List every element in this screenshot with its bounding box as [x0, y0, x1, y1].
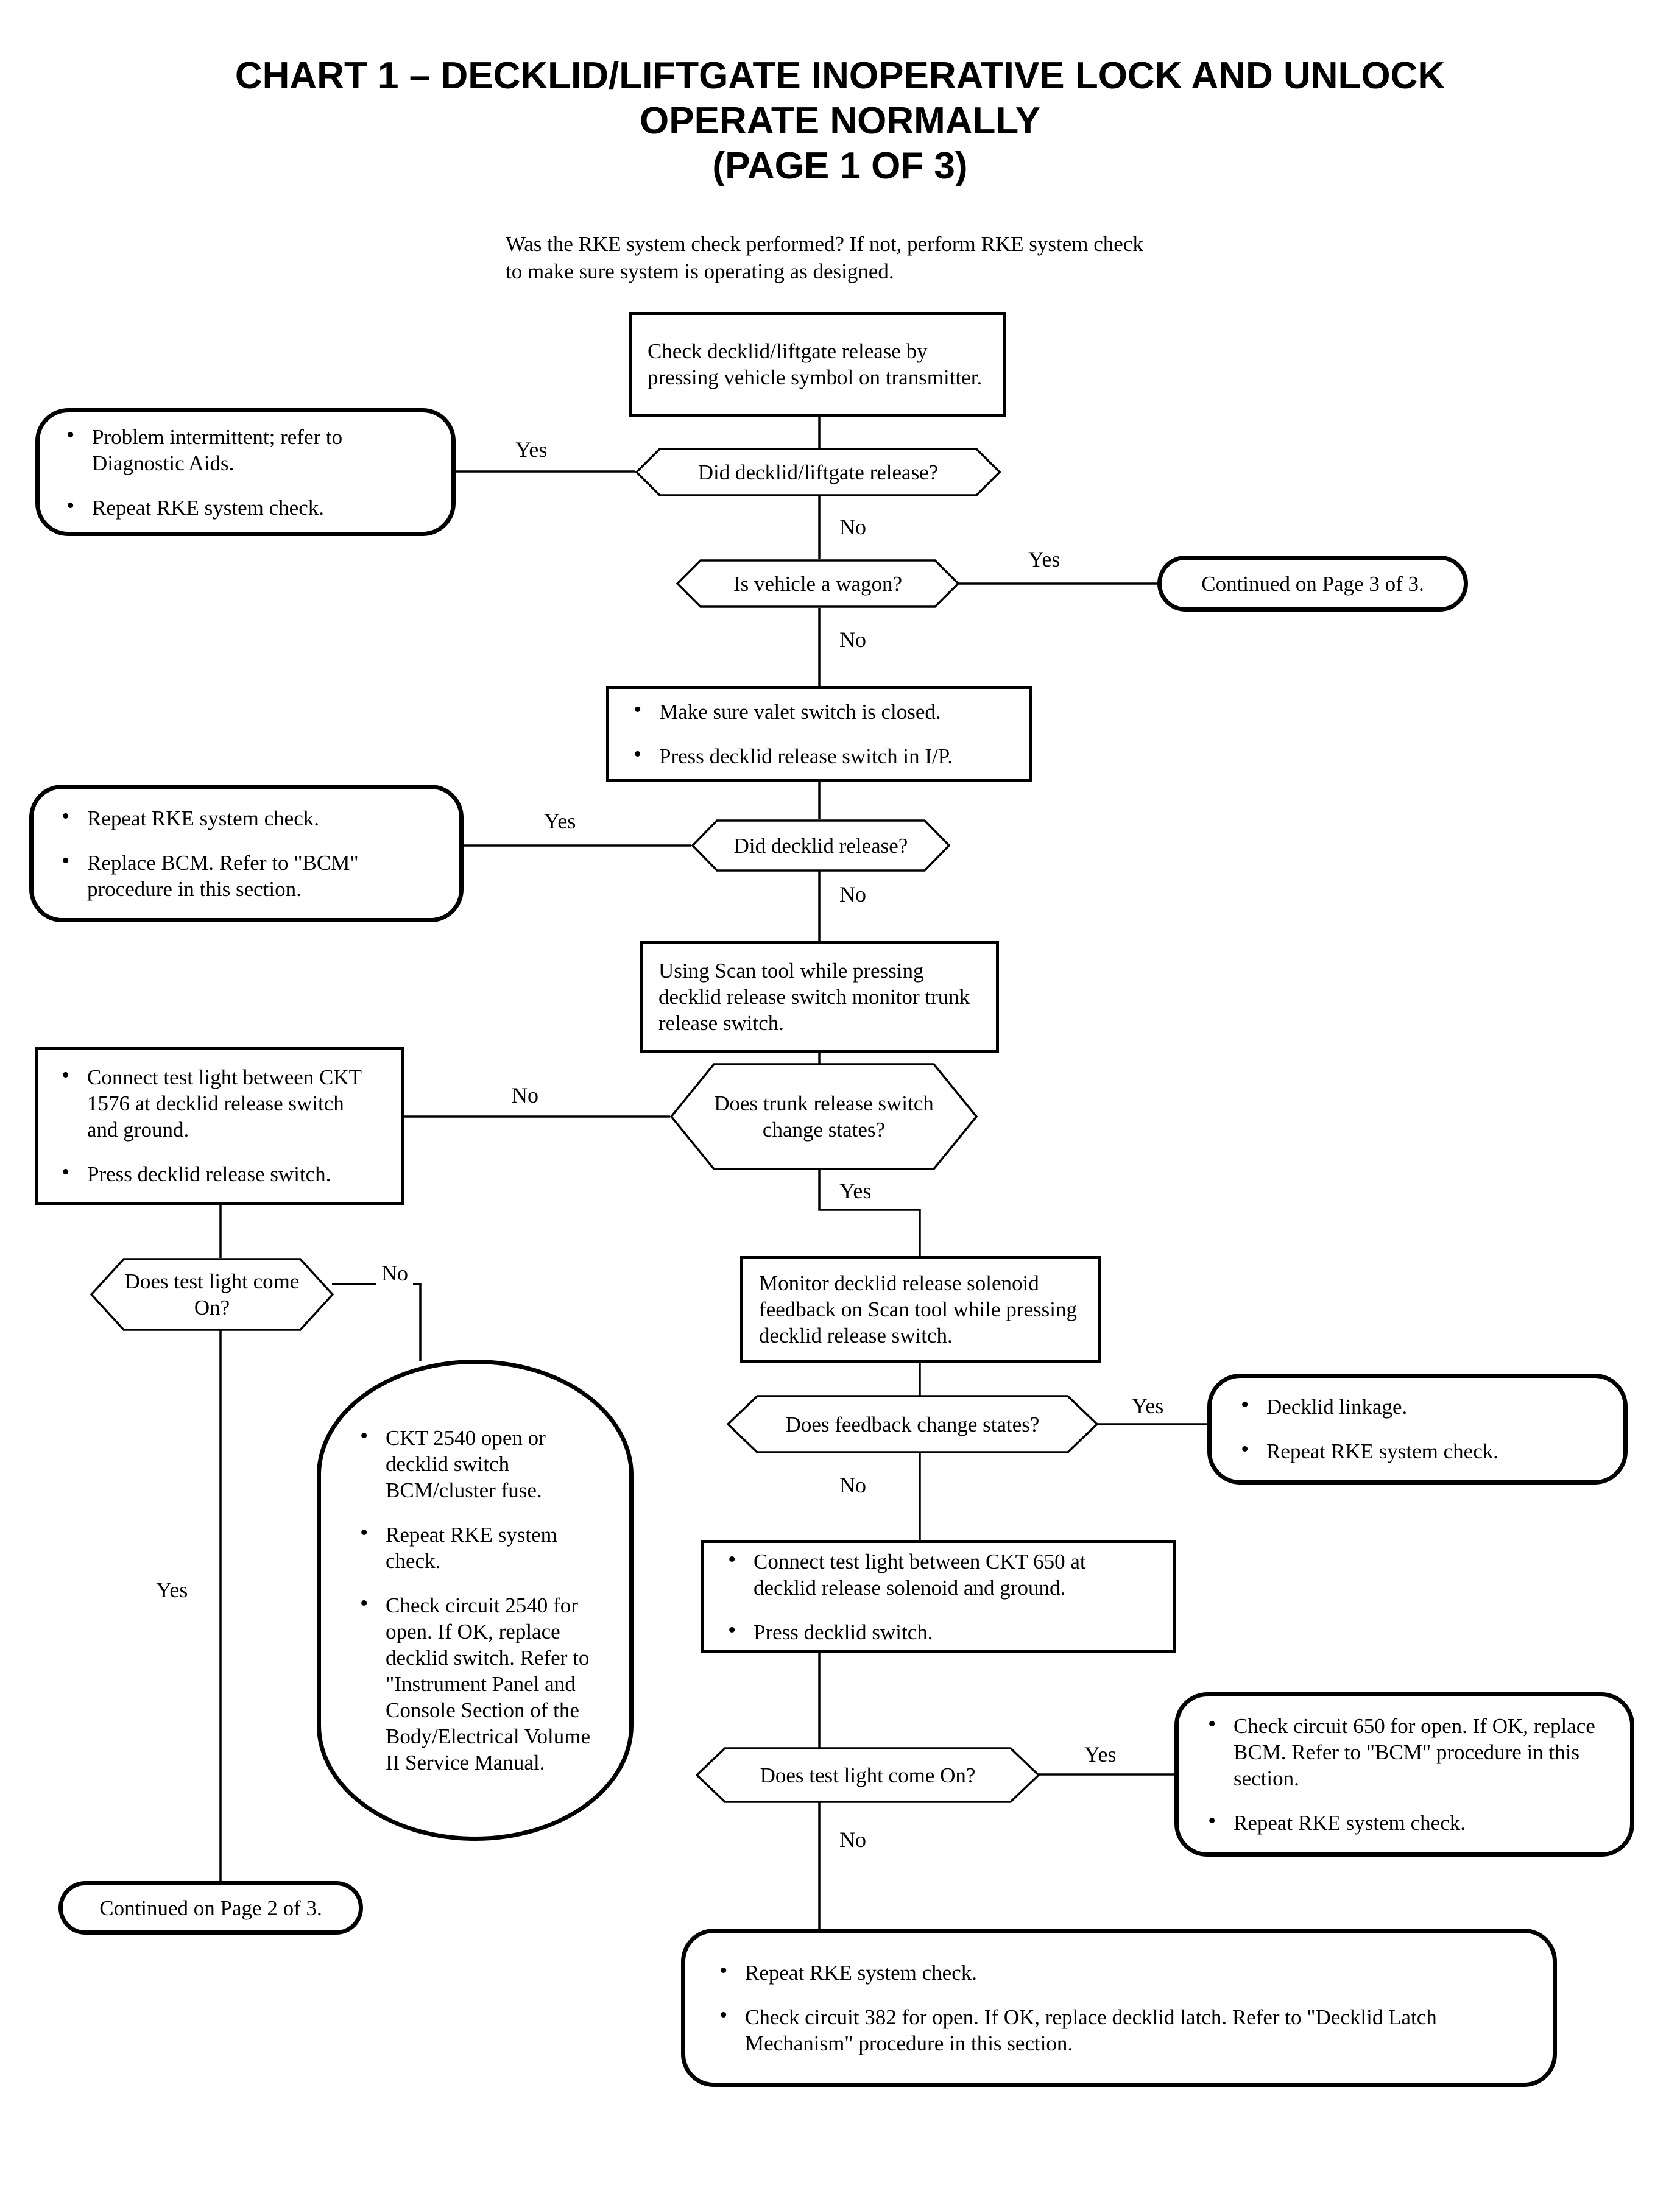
list-item: Make sure valet switch is closed. [631, 697, 1008, 725]
edge-label-no-6: No [835, 1473, 871, 1497]
node-problem-intermittent: Problem intermittent; refer to Diagnosti… [35, 408, 456, 536]
title-line-2: OPERATE NORMALLY [640, 100, 1040, 142]
decision-trunk-change-states: Does trunk release switch change states? [670, 1063, 978, 1170]
valet-switch-list: Make sure valet switch is closed. Press … [631, 697, 1008, 769]
edge-label-no-7: No [835, 1827, 871, 1852]
node-repeat-replace-bcm: Repeat RKE system check. Replace BCM. Re… [29, 785, 464, 922]
node-decklid-linkage: Decklid linkage. Repeat RKE system check… [1207, 1374, 1628, 1485]
edge-label-yes-6: Yes [1127, 1394, 1169, 1418]
list-item: Repeat RKE system check. [717, 1958, 1521, 1986]
intro-note: Was the RKE system check performed? If n… [506, 232, 1143, 283]
edge-label-yes-5: Yes [151, 1578, 193, 1602]
node-test-light-650: Connect test light between CKT 650 at de… [701, 1540, 1176, 1653]
list-item: Repeat RKE system check. [64, 493, 427, 521]
node-ckt-650: Check circuit 650 for open. If OK, repla… [1174, 1692, 1634, 1857]
node-continued-page3-text: Continued on Page 3 of 3. [1201, 571, 1424, 596]
node-scan-tool-text: Using Scan tool while pressing decklid r… [658, 959, 970, 1035]
list-item: Problem intermittent; refer to Diagnosti… [64, 422, 427, 476]
edge-label-no-1: No [835, 515, 871, 539]
node-scan-tool: Using Scan tool while pressing decklid r… [640, 941, 999, 1053]
node-continued-page2-text: Continued on Page 2 of 3. [99, 1896, 322, 1920]
edge-label-no-4: No [507, 1083, 543, 1107]
edge-label-yes-2: Yes [1023, 547, 1065, 571]
decision-did-decklid-release-text: Did decklid release? [733, 833, 908, 858]
list-item: CKT 2540 open or decklid switch BCM/clus… [358, 1423, 605, 1503]
decision-test-light-right-text: Does test light come On? [760, 1763, 976, 1787]
list-item: Replace BCM. Refer to "BCM" procedure in… [59, 848, 434, 902]
decision-did-release-text: Did decklid/liftgate release? [697, 460, 939, 484]
edge-label-yes-4: Yes [835, 1179, 877, 1203]
decision-did-release: Did decklid/liftgate release? [635, 448, 1001, 496]
ckt-2540-list: CKT 2540 open or decklid switch BCM/clus… [358, 1423, 605, 1776]
edge-label-no-3: No [835, 882, 871, 906]
list-item: Check circuit 650 for open. If OK, repla… [1205, 1711, 1603, 1792]
node-monitor-solenoid: Monitor decklid release solenoid feedbac… [740, 1256, 1101, 1363]
node-valet-switch: Make sure valet switch is closed. Press … [606, 686, 1032, 782]
list-item: Connect test light between CKT 650 at de… [725, 1547, 1151, 1601]
page-title: CHART 1 – DECKLID/LIFTGATE INOPERATIVE L… [0, 54, 1680, 189]
list-item: Press decklid switch. [725, 1617, 1151, 1645]
final-list: Repeat RKE system check. Check circuit 3… [717, 1958, 1521, 2056]
node-continued-page3: Continued on Page 3 of 3. [1157, 556, 1468, 612]
test-light-1576-list: Connect test light between CKT 1576 at d… [59, 1062, 380, 1187]
edge-label-no-2: No [835, 627, 871, 652]
edge-label-yes-7: Yes [1079, 1742, 1121, 1767]
node-test-light-1576: Connect test light between CKT 1576 at d… [35, 1047, 404, 1205]
list-item: Check circuit 2540 for open. If OK, repl… [358, 1590, 605, 1776]
decision-is-wagon: Is vehicle a wagon? [676, 559, 959, 608]
title-line-1: CHART 1 – DECKLID/LIFTGATE INOPERATIVE L… [235, 55, 1445, 97]
decision-test-light-left-text: Does test light come On? [124, 1269, 300, 1319]
decision-is-wagon-text: Is vehicle a wagon? [733, 571, 902, 596]
test-light-650-list: Connect test light between CKT 650 at de… [725, 1547, 1151, 1645]
decision-trunk-change-states-text: Does trunk release switch change states? [714, 1092, 934, 1142]
node-final-ckt-382: Repeat RKE system check. Check circuit 3… [681, 1929, 1557, 2087]
list-item: Repeat RKE system check. [358, 1520, 605, 1574]
list-item: Decklid linkage. [1238, 1392, 1597, 1420]
node-continued-page2: Continued on Page 2 of 3. [58, 1881, 363, 1935]
edge-label-yes-3: Yes [539, 809, 581, 833]
edge-label-yes-1: Yes [510, 437, 552, 462]
list-item: Repeat RKE system check. [1205, 1808, 1603, 1836]
node-monitor-solenoid-text: Monitor decklid release solenoid feedbac… [759, 1271, 1077, 1347]
decision-test-light-left: Does test light come On? [90, 1258, 334, 1331]
list-item: Check circuit 382 for open. If OK, repla… [717, 2002, 1521, 2056]
decision-did-decklid-release: Did decklid release? [691, 819, 950, 872]
decision-test-light-right: Does test light come On? [696, 1747, 1040, 1803]
problem-intermittent-list: Problem intermittent; refer to Diagnosti… [64, 422, 427, 521]
title-line-3: (PAGE 1 OF 3) [712, 145, 968, 187]
list-item: Press decklid release switch. [59, 1159, 380, 1187]
node-check-release-text: Check decklid/liftgate release by pressi… [648, 339, 983, 389]
list-item: Connect test light between CKT 1576 at d… [59, 1062, 380, 1143]
decision-feedback-change-text: Does feedback change states? [785, 1412, 1040, 1436]
list-item: Repeat RKE system check. [1238, 1436, 1597, 1464]
list-item: Press decklid release switch in I/P. [631, 741, 1008, 769]
node-check-release: Check decklid/liftgate release by pressi… [629, 312, 1006, 417]
decklid-linkage-list: Decklid linkage. Repeat RKE system check… [1238, 1392, 1597, 1464]
decision-feedback-change: Does feedback change states? [727, 1395, 1098, 1453]
list-item: Repeat RKE system check. [59, 803, 434, 831]
ckt-650-list: Check circuit 650 for open. If OK, repla… [1205, 1711, 1603, 1836]
repeat-bcm-list: Repeat RKE system check. Replace BCM. Re… [59, 803, 434, 902]
edge-label-no-5: No [376, 1261, 413, 1285]
node-ckt-2540: CKT 2540 open or decklid switch BCM/clus… [317, 1360, 634, 1841]
